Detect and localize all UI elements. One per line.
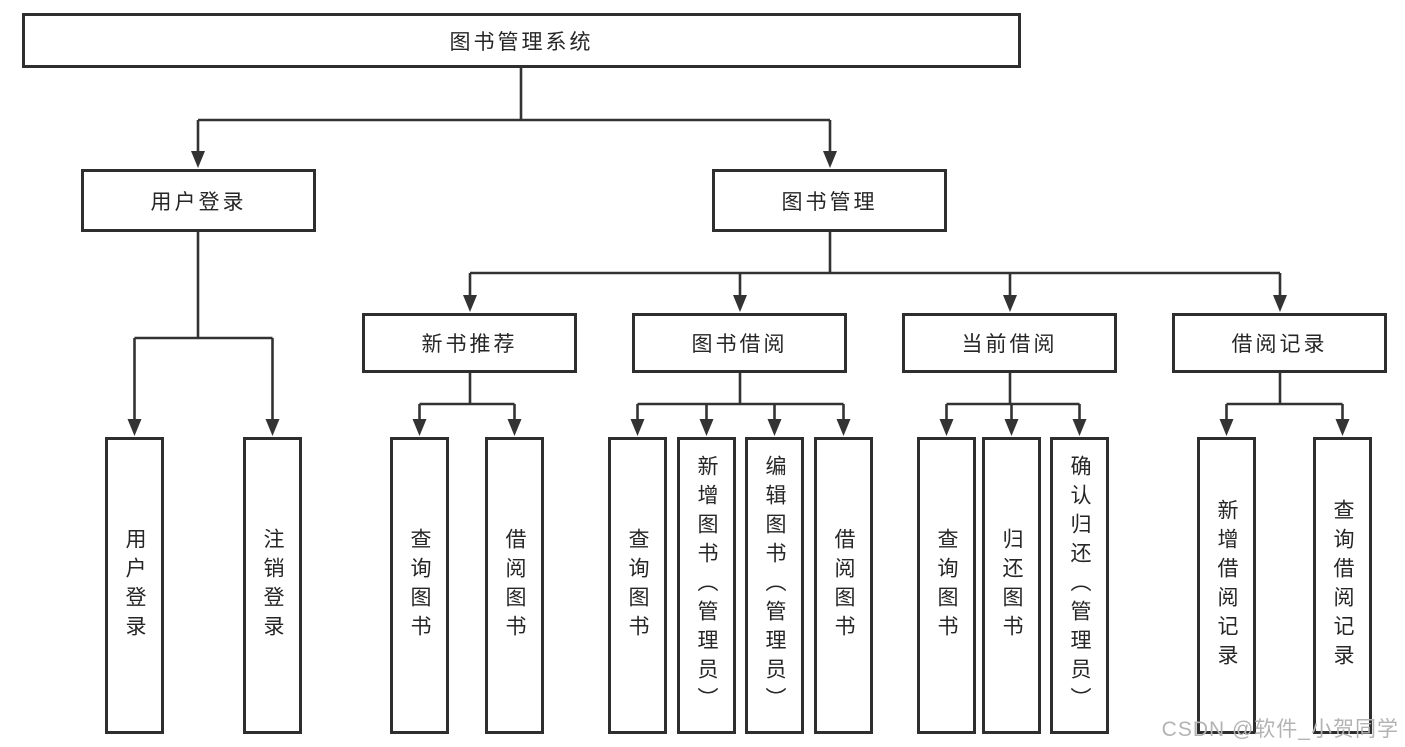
leaf-borrow-books-newrec: 借阅图书 [485,437,544,734]
node-library-management-system: 图书管理系统 [22,13,1021,68]
leaf-borrow-books: 借阅图书 [814,437,873,734]
node-book-management: 图书管理 [712,169,947,232]
leaf-query-books-newrec: 查询图书 [390,437,449,734]
leaf-edit-books-admin: 编辑图书（管理员） [745,437,804,734]
leaf-user-login: 用户登录 [105,437,164,734]
connectors-currentborrow-leaves [939,373,1087,436]
leaf-query-books-current: 查询图书 [917,437,976,734]
node-book-borrow: 图书借阅 [632,313,847,373]
connectors-userlogin-leaves [127,232,280,436]
connectors-borrowrecords-leaves [1219,373,1350,436]
leaf-add-books-admin: 新增图书（管理员） [677,437,736,734]
leaf-add-borrow-record: 新增借阅记录 [1197,437,1256,734]
connectors-newrec-leaves [412,373,522,436]
node-user-login: 用户登录 [81,169,316,232]
leaf-query-borrow-record: 查询借阅记录 [1313,437,1372,734]
csdn-watermark: CSDN @软件_小贺同学 [1161,718,1399,741]
leaf-return-books: 归还图书 [982,437,1041,734]
node-new-book-recommend: 新书推荐 [362,313,577,373]
leaf-confirm-return-admin: 确认归还（管理员） [1050,437,1109,734]
connectors-bookmgmt-to-level3 [463,232,1287,312]
node-borrow-records: 借阅记录 [1172,313,1387,373]
connectors-root-to-level2 [191,68,837,168]
node-current-borrow: 当前借阅 [902,313,1117,373]
connectors-bookborrow-leaves [630,373,851,436]
leaf-query-books-borrow: 查询图书 [608,437,667,734]
leaf-logout-login: 注销登录 [243,437,302,734]
